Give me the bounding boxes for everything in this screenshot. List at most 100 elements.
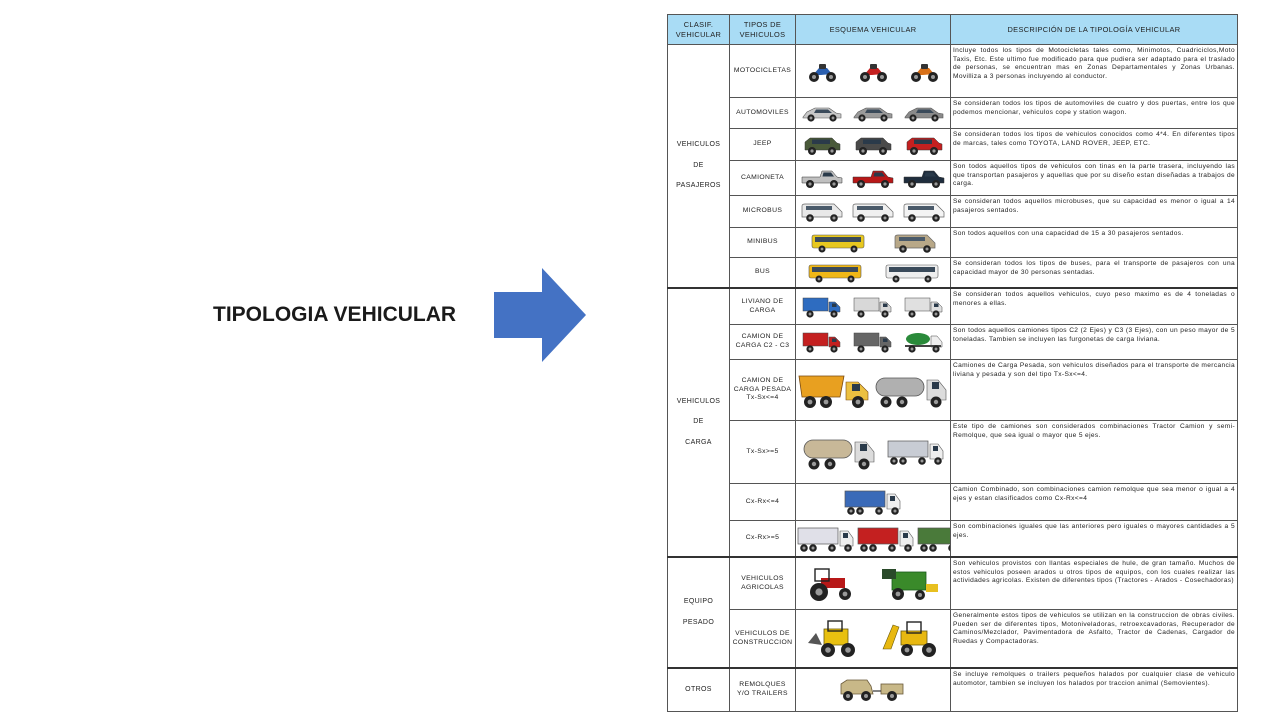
description-cell: Se incluye remolques o trailers pequeños… xyxy=(950,667,1238,712)
dark-pickup-icon xyxy=(902,167,946,189)
red-trailer-truck-icon xyxy=(856,525,916,553)
table-row: VEHICULOS DE CONSTRUCCION Generalmente es… xyxy=(668,609,1238,669)
motorcycle-icon xyxy=(807,59,837,83)
description-cell: Incluye todos los tipos de Motocicletas … xyxy=(950,44,1238,98)
description-cell: Se consideran todos aquellos vehiculos, … xyxy=(950,287,1238,325)
vehicle-scheme-cell xyxy=(795,287,951,325)
description-cell: Se consideran todos los tipos de vehicul… xyxy=(950,128,1238,161)
description-cell: Este tipo de camiones son considerados c… xyxy=(950,420,1238,484)
vehicle-type-cell: AUTOMOVILES xyxy=(729,97,796,129)
vehicle-scheme-cell xyxy=(795,160,951,196)
red-pickup-icon xyxy=(851,167,895,189)
table-row: EQUIPO PESADO VEHICULOS AGRICOLAS Son vehic… xyxy=(667,556,1238,669)
vehicle-type-cell: VEHICULOS DE CONSTRUCCION xyxy=(729,609,796,669)
description-cell: Generalmente estos tipos de vehiculos se… xyxy=(950,609,1238,669)
quad-bike-icon xyxy=(858,59,888,83)
vehicle-scheme-cell xyxy=(795,483,951,521)
classification-label: PESADO xyxy=(682,618,715,626)
harvester-icon xyxy=(876,566,940,602)
light-truck-icon xyxy=(801,295,843,319)
mixer-truck-icon xyxy=(903,330,945,354)
yellow-minibus-icon xyxy=(810,232,866,254)
minibus-icon xyxy=(893,232,937,254)
vehicle-type-cell: MINIBUS xyxy=(729,227,796,258)
classification-label: PASAJEROS xyxy=(676,182,721,190)
table-row: CAMIONETA Son todos aquellos tipos de veh… xyxy=(668,160,1238,196)
vehicle-scheme-cell xyxy=(795,44,951,98)
vehicle-scheme-cell xyxy=(795,609,951,669)
vehicle-type-cell: BUS xyxy=(729,257,796,289)
vehicle-type-cell: CAMION DE CARGA C2 - C3 xyxy=(729,324,796,360)
description-cell: Son vehiculos provistos con llantas espe… xyxy=(950,556,1238,610)
vehicle-scheme-cell xyxy=(795,667,951,712)
classification-label: VEHICULOS xyxy=(676,141,721,149)
classification-cell: EQUIPO PESADO xyxy=(667,556,730,669)
tanker-truck-icon xyxy=(872,370,950,410)
semi-trailer-icon xyxy=(886,438,946,466)
backhoe-icon xyxy=(881,619,941,659)
header-descripcion: DESCRIPCIÓN DE LA TIPOLOGÍA VEHICULAR xyxy=(950,14,1238,45)
tractor-icon xyxy=(807,566,855,602)
red-truck-icon xyxy=(801,330,843,354)
table-row: BUS Se consideran todos los tipos de buse… xyxy=(668,257,1238,289)
dump-truck-icon xyxy=(797,370,873,410)
station-wagon-icon xyxy=(903,103,945,123)
vehicle-scheme-cell xyxy=(795,195,951,228)
classification-label: EQUIPO xyxy=(683,597,714,605)
sedan-car-icon xyxy=(801,103,843,123)
table-row: Tx-Sx>=5 Este tipo de camiones son consid… xyxy=(668,420,1238,484)
vehicle-type-cell: CAMIONETA xyxy=(729,160,796,196)
vehicle-scheme-cell xyxy=(795,359,951,421)
vehicle-type-cell: JEEP xyxy=(729,128,796,161)
right-arrow-icon xyxy=(494,268,586,362)
vehicle-type-cell: MICROBUS xyxy=(729,195,796,228)
table-row: MICROBUS Se consideran todos aquellos mic… xyxy=(668,195,1238,228)
vehicle-type-cell: VEHICULOS AGRICOLAS xyxy=(729,556,796,610)
slide-title: TIPOLOGIA VEHICULAR xyxy=(213,303,457,326)
table-row: JEEP Se consideran todos los tipos de veh… xyxy=(668,128,1238,161)
description-cell: Camion Combinado, son combinaciones cami… xyxy=(950,483,1238,521)
description-cell: Camiones de Carga Pesada, son vehiculos … xyxy=(950,359,1238,421)
header-tipos: TIPOS DE VEHICULOS xyxy=(729,14,796,45)
vehicle-scheme-cell xyxy=(795,556,951,610)
jeep-icon xyxy=(802,134,842,156)
box-trailer-icon xyxy=(797,525,857,553)
box-truck-icon xyxy=(903,295,945,319)
description-cell: Se consideran todos los tipos de automov… xyxy=(950,97,1238,129)
tanker-trailer-icon xyxy=(800,432,878,472)
vehicle-type-cell: Tx-Sx>=5 xyxy=(729,420,796,484)
table-row: CAMION DE CARGA PESADA Tx-Sx<=4 Camiones … xyxy=(668,359,1238,421)
jeep-with-trailer-icon xyxy=(837,674,909,706)
classification-cell: OTROS xyxy=(667,667,730,712)
vehicle-type-cell: CAMION DE CARGA PESADA Tx-Sx<=4 xyxy=(729,359,796,421)
flatbed-truck-icon xyxy=(852,295,894,319)
white-van-icon xyxy=(902,201,946,223)
vehicle-scheme-cell xyxy=(795,257,951,289)
school-bus-icon xyxy=(807,262,863,284)
vehicle-typology-table: CLASIF. VEHICULAR TIPOS DE VEHICULOS ESQ… xyxy=(667,14,1238,712)
description-cell: Se consideran todos los tipos de buses, … xyxy=(950,257,1238,289)
table-header-row: CLASIF. VEHICULAR TIPOS DE VEHICULOS ESQ… xyxy=(667,14,1238,45)
description-cell: Son todos aquellos con una capacidad de … xyxy=(950,227,1238,258)
suv-icon xyxy=(853,134,893,156)
classification-label: OTROS xyxy=(685,685,712,693)
header-esquema: ESQUEMA VEHICULAR xyxy=(795,14,951,45)
vehicle-type-cell: REMOLQUES Y/O TRAILERS xyxy=(729,667,796,712)
description-cell: Se consideran todos aquellos microbuses,… xyxy=(950,195,1238,228)
vehicle-scheme-cell xyxy=(795,420,951,484)
green-trailer-truck-icon xyxy=(916,525,950,553)
trailer-truck-icon xyxy=(852,330,894,354)
classification-label: DE xyxy=(693,418,704,426)
table-row: OTROS REMOLQUES Y/O TRAILERS Se incluye re… xyxy=(667,667,1238,712)
vehicle-type-cell: LIVIANO DE CARGA xyxy=(729,287,796,325)
red-suv-icon xyxy=(904,134,944,156)
description-cell: Son todos aquellos tipos de vehiculos co… xyxy=(950,160,1238,196)
coupe-car-icon xyxy=(852,103,894,123)
vehicle-scheme-cell xyxy=(795,128,951,161)
